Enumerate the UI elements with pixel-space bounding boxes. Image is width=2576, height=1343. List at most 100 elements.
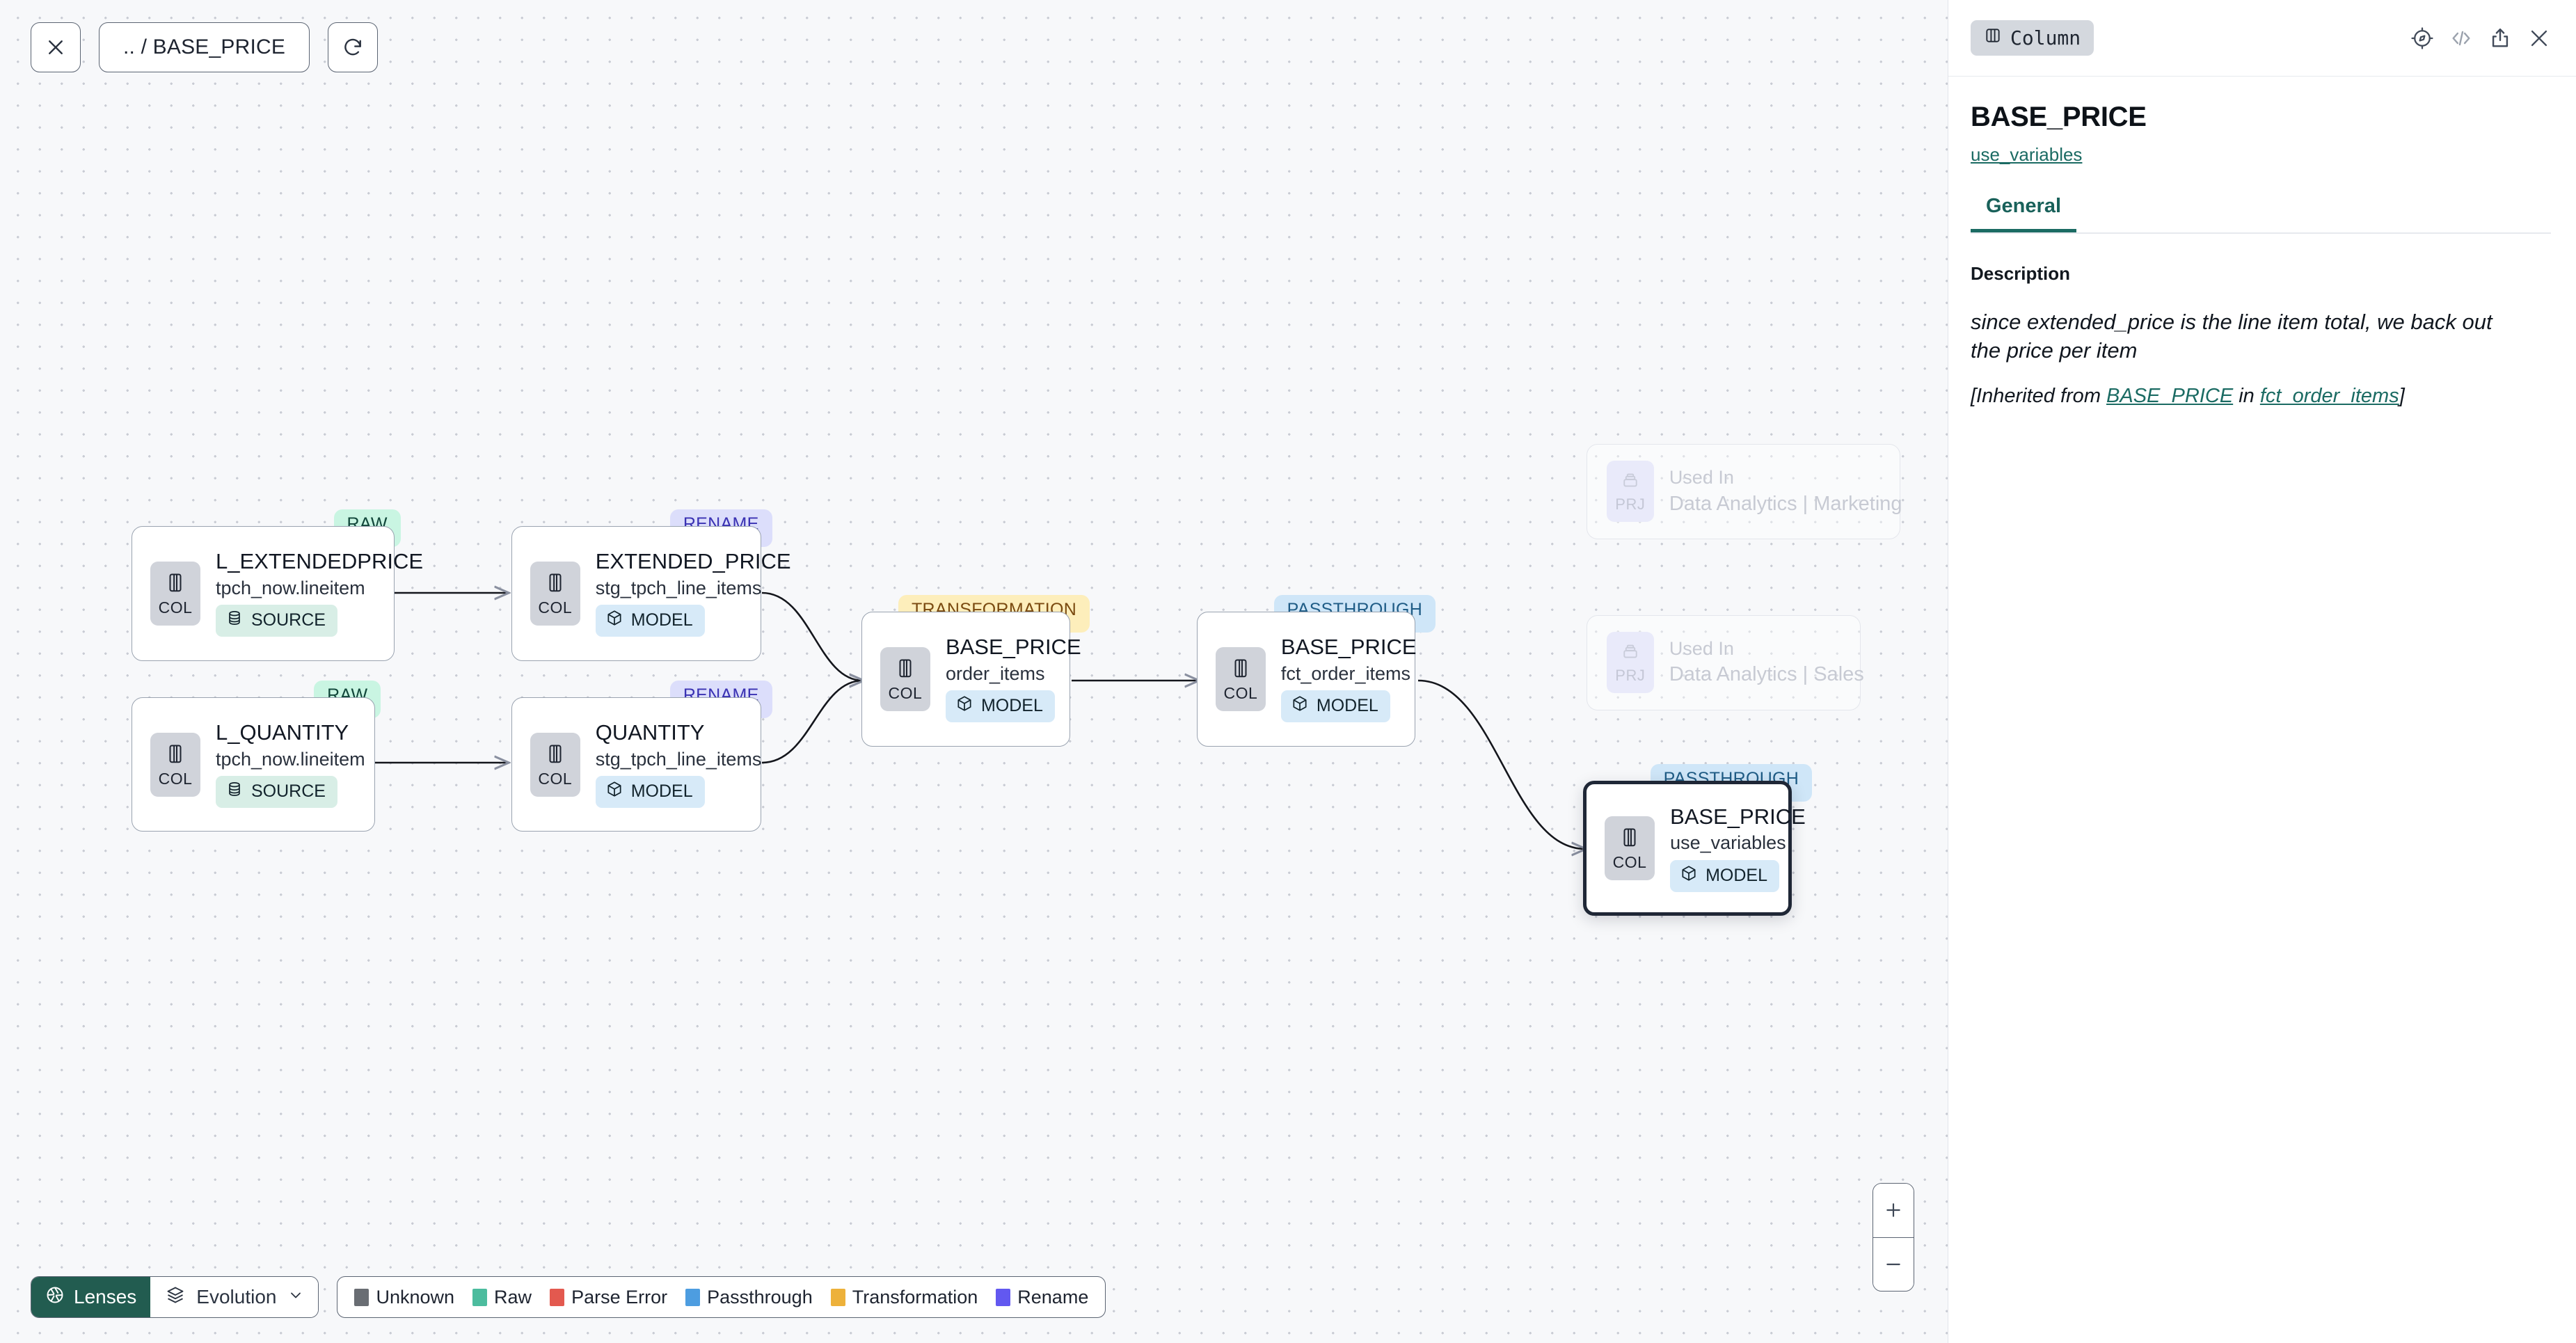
node-kind-label: MODEL bbox=[1706, 865, 1767, 885]
canvas-bottom-bar: Lenses Evolution Unknown Raw Parse Error Pa… bbox=[31, 1276, 1106, 1318]
code-icon[interactable] bbox=[2449, 26, 2473, 50]
close-icon bbox=[45, 37, 66, 58]
column-chip-label: COL bbox=[538, 598, 573, 617]
column-chip-label: COL bbox=[158, 598, 193, 617]
legend-label: Unknown bbox=[376, 1286, 455, 1308]
inherited-column-link[interactable]: BASE_PRICE bbox=[2106, 384, 2234, 407]
column-type-chip: COL bbox=[530, 561, 580, 626]
column-icon bbox=[1619, 826, 1640, 853]
zoom-in-button[interactable] bbox=[1873, 1184, 1914, 1237]
legend-label: Parse Error bbox=[571, 1286, 668, 1308]
explore-icon[interactable] bbox=[2410, 26, 2434, 50]
legend-swatch bbox=[685, 1288, 701, 1306]
inherited-suffix: ] bbox=[2399, 384, 2405, 407]
node-kind-pill: MODEL bbox=[945, 690, 1055, 723]
legend-item-passthrough[interactable]: Passthrough bbox=[685, 1287, 813, 1308]
legend-swatch bbox=[996, 1288, 1011, 1306]
project-type-chip: PRJ bbox=[1606, 632, 1654, 694]
legend-label: Rename bbox=[1017, 1286, 1089, 1308]
legend-item-parse-error[interactable]: Parse Error bbox=[550, 1287, 667, 1308]
close-graph-button[interactable] bbox=[31, 22, 81, 72]
inherited-note: [Inherited from BASE_PRICE in fct_order_… bbox=[1971, 385, 2551, 408]
lenses-label: Lenses bbox=[74, 1286, 137, 1308]
legend-label: Passthrough bbox=[707, 1286, 813, 1308]
details-panel-header: Column bbox=[1948, 0, 2576, 77]
column-type-chip: COL bbox=[150, 732, 200, 797]
node-kind-pill: MODEL bbox=[595, 776, 705, 809]
node-kind-label: MODEL bbox=[630, 781, 693, 802]
tab-general[interactable]: General bbox=[1971, 195, 2076, 232]
inherited-model-link[interactable]: fct_order_items bbox=[2259, 384, 2399, 407]
zoom-out-button[interactable] bbox=[1873, 1237, 1914, 1291]
node-subtitle: fct_order_items bbox=[1280, 662, 1410, 684]
cube-icon bbox=[605, 609, 623, 632]
lenses-button[interactable]: Lenses bbox=[31, 1277, 151, 1317]
used-in-target: Data Analytics | Sales bbox=[1669, 663, 1864, 686]
column-chip-label: COL bbox=[158, 769, 193, 788]
details-panel-body: BASE_PRICE use_variables General Descrip… bbox=[1948, 77, 2576, 408]
layers-icon bbox=[166, 1285, 185, 1310]
close-panel-icon[interactable] bbox=[2527, 26, 2551, 50]
node-subtitle: tpch_now.lineitem bbox=[216, 748, 365, 770]
legend-swatch bbox=[354, 1288, 369, 1306]
node-kind-label: SOURCE bbox=[251, 610, 326, 630]
description-text: since extended_price is the line item to… bbox=[1971, 310, 2492, 363]
used-in-label: Used In bbox=[1669, 637, 1734, 659]
lineage-ghost-used-in-sales[interactable]: PRJ Used In Data Analytics | Sales bbox=[1586, 614, 1864, 710]
column-chip-label: COL bbox=[1612, 853, 1647, 872]
column-type-chip: COL bbox=[880, 646, 930, 711]
column-icon bbox=[895, 657, 916, 684]
legend-swatch bbox=[472, 1288, 488, 1306]
share-icon[interactable] bbox=[2488, 26, 2512, 50]
database-icon bbox=[225, 780, 244, 803]
cube-icon bbox=[1291, 694, 1309, 717]
refresh-button[interactable] bbox=[328, 22, 379, 72]
legend-item-transformation[interactable]: Transformation bbox=[830, 1287, 978, 1308]
project-chip-label: PRJ bbox=[1615, 667, 1646, 685]
evolution-dropdown[interactable]: Evolution bbox=[150, 1277, 319, 1317]
legend-item-unknown[interactable]: Unknown bbox=[354, 1287, 454, 1308]
legend-item-rename[interactable]: Rename bbox=[996, 1287, 1088, 1308]
cube-icon bbox=[955, 694, 973, 717]
legend-label: Raw bbox=[494, 1286, 532, 1308]
node-kind-label: SOURCE bbox=[251, 781, 326, 802]
used-in-label: Used In bbox=[1669, 467, 1734, 488]
node-kind-label: MODEL bbox=[1316, 696, 1378, 716]
node-title: QUANTITY bbox=[595, 720, 705, 745]
legend-item-raw[interactable]: Raw bbox=[472, 1287, 532, 1308]
node-subtitle: use_variables bbox=[1670, 832, 1786, 854]
column-icon bbox=[545, 742, 566, 770]
cube-icon bbox=[605, 780, 623, 803]
lineage-canvas[interactable]: .. / BASE_PRICE bbox=[0, 0, 1948, 1343]
column-icon bbox=[165, 571, 186, 598]
node-kind-pill: MODEL bbox=[1280, 690, 1390, 723]
column-type-chip: COL bbox=[530, 732, 580, 797]
node-title: BASE_PRICE bbox=[1670, 804, 1806, 829]
column-icon bbox=[545, 571, 566, 598]
node-subtitle: stg_tpch_line_items bbox=[595, 578, 762, 599]
project-type-chip: PRJ bbox=[1606, 461, 1654, 523]
node-kind-pill: SOURCE bbox=[216, 776, 337, 809]
project-chip-label: PRJ bbox=[1615, 495, 1646, 514]
cube-icon bbox=[1680, 864, 1698, 887]
node-kind-label: MODEL bbox=[630, 610, 693, 630]
evolution-label: Evolution bbox=[196, 1286, 277, 1308]
node-title: L_EXTENDEDPRICE bbox=[216, 549, 424, 574]
project-icon bbox=[1620, 470, 1641, 495]
model-link[interactable]: use_variables bbox=[1971, 144, 2083, 165]
description-label: Description bbox=[1971, 263, 2071, 284]
node-kind-label: MODEL bbox=[980, 696, 1043, 716]
panel-tabs: General bbox=[1971, 195, 2551, 234]
canvas-toolbar: .. / BASE_PRICE bbox=[31, 22, 379, 72]
zoom-controls[interactable] bbox=[1873, 1183, 1914, 1292]
breadcrumb[interactable]: .. / BASE_PRICE bbox=[99, 22, 310, 72]
node-title: L_QUANTITY bbox=[216, 720, 349, 745]
